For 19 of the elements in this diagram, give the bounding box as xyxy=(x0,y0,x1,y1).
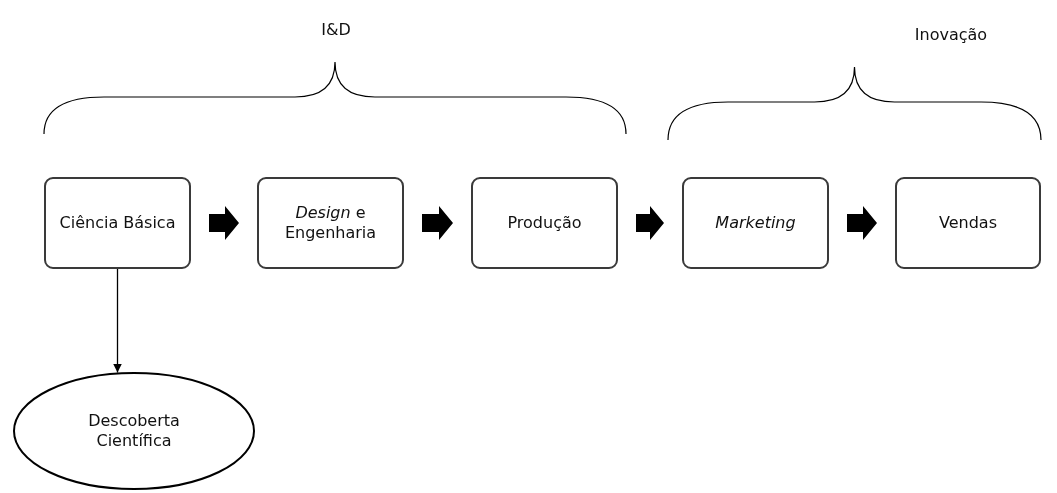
node-label: Produção xyxy=(507,213,582,233)
block-arrow xyxy=(636,206,664,240)
arrow xyxy=(113,268,122,374)
node-label: Marketing xyxy=(715,213,796,233)
block-arrow xyxy=(422,206,453,240)
group-label: Inovação xyxy=(914,25,988,44)
process-box xyxy=(682,177,829,269)
process-box xyxy=(471,177,618,269)
outcome-ellipse xyxy=(13,372,255,490)
node-label: Descoberta Científica xyxy=(87,411,181,451)
group-label: I&D xyxy=(321,20,351,39)
block-arrow xyxy=(847,206,877,240)
process-box xyxy=(895,177,1041,269)
block-arrow xyxy=(209,206,239,240)
process-box xyxy=(44,177,191,269)
node-label: Vendas xyxy=(939,213,997,233)
node-label: Ciência Básica xyxy=(59,213,176,233)
node-label: Design e Engenharia xyxy=(283,203,378,243)
process-box xyxy=(257,177,404,269)
